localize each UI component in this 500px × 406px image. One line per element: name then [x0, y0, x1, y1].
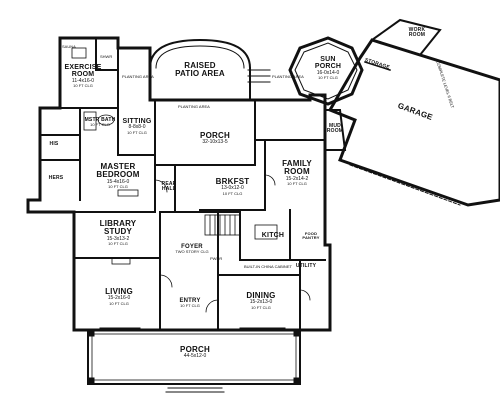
garage-outline — [327, 18, 500, 207]
dining-ceiling: 10 FT CLG — [251, 304, 271, 310]
hers-label: HERS — [44, 175, 68, 181]
living-name: LIVING — [105, 287, 133, 296]
sun-porch-outline — [288, 36, 364, 106]
dining-name: DINING — [246, 291, 276, 300]
exercise-room-ceiling: 10 FT CLG — [73, 82, 93, 88]
builtin-china-note: BUILT-IN CHINA CABINET — [244, 264, 292, 269]
sitting-dims: 8-8x8-0 — [128, 124, 146, 131]
his-label: HIS — [44, 141, 64, 147]
planting-area-note-3: PLANTING AREA — [178, 104, 210, 109]
his-name: HIS — [49, 141, 59, 147]
entry-label: ENTRY 10 FT CLG — [170, 298, 210, 308]
utility-label: UTILITY — [290, 263, 322, 269]
staircase — [204, 214, 241, 236]
entry-ceiling: 10 FT CLG — [180, 303, 200, 309]
mstr-bath-label: MSTR BATH 10 FT CLG — [82, 117, 118, 128]
brkfst-dims: 13-0x12-0 — [221, 185, 244, 192]
raised-patio-outline — [148, 38, 271, 101]
porch-rear-dims: 32-10x13-5 — [202, 139, 228, 146]
master-bedroom-ceiling: 10 FT CLG — [108, 184, 128, 190]
pwdr-note: PWDR — [210, 256, 223, 261]
porch-rear-name: PORCH — [200, 131, 230, 140]
dining-label: DINING 15-2x13-0 10 FT CLG — [226, 291, 296, 310]
living-ceiling: 10 FT CLG — [109, 300, 129, 306]
kitch-name: KITCH — [261, 232, 285, 239]
family-room-dims: 15-2x14-2 — [285, 175, 309, 182]
family-room-ceiling: 10 FT CLG — [287, 181, 307, 187]
entry-name: ENTRY — [179, 298, 201, 304]
library-dims: 15-3x13-2 — [106, 235, 130, 242]
foyer-dims: TWO STORY CLG — [175, 249, 209, 255]
brkfst-label: BRKFST 13-0x12-0 10 FT CLG — [205, 177, 260, 196]
dining-dims: 15-2x13-0 — [249, 299, 273, 306]
sun-porch-ceiling: 10 FT CLG — [318, 74, 338, 80]
fixtures — [71, 47, 311, 313]
porch-front-name: PORCH — [180, 345, 210, 354]
brkfst-ceiling: 10 FT CLG — [222, 190, 243, 196]
brkfst-name: BRKFST — [215, 177, 250, 186]
hers-name: HERS — [48, 175, 64, 181]
front-porch-outline — [87, 329, 301, 393]
foyer-name: FOYER — [181, 244, 203, 250]
sitting-ceiling: 10 FT CLG — [127, 129, 147, 135]
shwr-note: SHWR — [100, 54, 113, 59]
sitting-label: SITTING 8-8x8-0 10 FT CLG — [120, 118, 154, 135]
planting-area-note-2: PLANTING AREA — [272, 74, 304, 79]
porch-rear-label: PORCH 32-10x13-5 — [180, 131, 250, 146]
living-dims: 15-2x16-0 — [107, 295, 131, 302]
library-ceiling: 10 FT CLG — [108, 241, 128, 247]
sitting-name: SITTING — [122, 118, 152, 125]
foyer-label: FOYER TWO STORY CLG — [172, 244, 212, 254]
planting-area-note-1: PLANTING AREA — [122, 74, 154, 79]
kitch-label: KITCH — [258, 232, 288, 239]
exercise-room-dims: 11-4x16-0 — [71, 77, 95, 84]
sun-porch-dims: 16-0x14-0 — [316, 69, 340, 76]
mstr-bath-ceiling: 10 FT CLG — [90, 122, 110, 128]
mstr-bath-name: MSTR BATH — [84, 117, 116, 123]
mud-room-outline — [324, 109, 347, 151]
windows — [39, 59, 286, 329]
utility-name: UTILITY — [295, 263, 317, 269]
porch-front-label: PORCH 44-5x12-0 — [160, 345, 230, 360]
porch-front-dims: 44-5x12-0 — [183, 353, 207, 360]
master-bedroom-dims: 15-4x16-0 — [106, 178, 130, 185]
sauna-note: SAUNA — [62, 44, 76, 49]
living-label: LIVING 15-2x16-0 10 FT CLG — [84, 287, 154, 306]
